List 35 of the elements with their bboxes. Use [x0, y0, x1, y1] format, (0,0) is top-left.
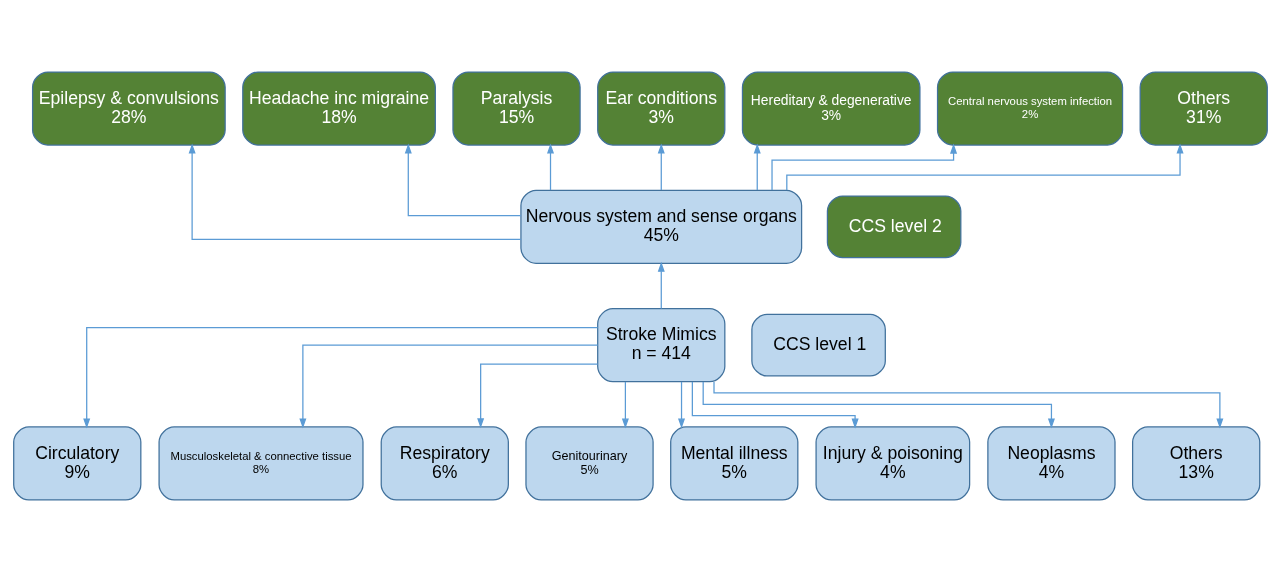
- arrow: [786, 143, 1184, 191]
- arrow: [404, 143, 522, 217]
- node-box: Hereditary & degenerative 3%: [741, 71, 921, 146]
- arrow: [188, 143, 522, 241]
- node-box: Circulatory 9%: [13, 426, 142, 501]
- legend-label: CCS level 2: [848, 216, 942, 237]
- legend-label: CCS level 1: [773, 334, 867, 355]
- arrow: [753, 143, 761, 191]
- node-box: Ear conditions 3%: [597, 71, 726, 146]
- arrow: [547, 143, 555, 191]
- node-box: Neoplasms 4%: [987, 426, 1116, 501]
- node-box: Epilepsy & convulsions 28%: [31, 71, 226, 146]
- node-box: Respiratory 6%: [380, 426, 509, 501]
- arrow: [477, 363, 599, 429]
- arrow: [678, 381, 686, 429]
- node-box: Mental illness 5%: [670, 426, 799, 501]
- node-box: Central nervous system infection 2%: [936, 71, 1124, 146]
- arrow: [657, 261, 665, 309]
- node-box: Others 31%: [1139, 71, 1268, 146]
- node-box: Genitourinary 5%: [525, 426, 654, 501]
- node-box: Injury & poisoning 4%: [815, 426, 971, 501]
- arrow: [621, 381, 629, 429]
- node-box: Nervous system and sense organs 45%: [520, 189, 803, 264]
- arrow: [713, 381, 1224, 429]
- arrow: [657, 143, 665, 191]
- arrow: [299, 344, 599, 429]
- arrow: [771, 143, 958, 191]
- node-box: Headache inc migraine 18%: [242, 71, 436, 146]
- node-box: Paralysis 15%: [452, 71, 581, 146]
- node-box: Musculoskeletal & connective tissue 8%: [158, 426, 364, 501]
- node-box: Others 13%: [1132, 426, 1261, 501]
- arrow: [702, 381, 1055, 429]
- node-box: Stroke Mimics n = 414: [597, 308, 726, 383]
- arrow: [83, 326, 599, 429]
- arrow: [691, 381, 859, 429]
